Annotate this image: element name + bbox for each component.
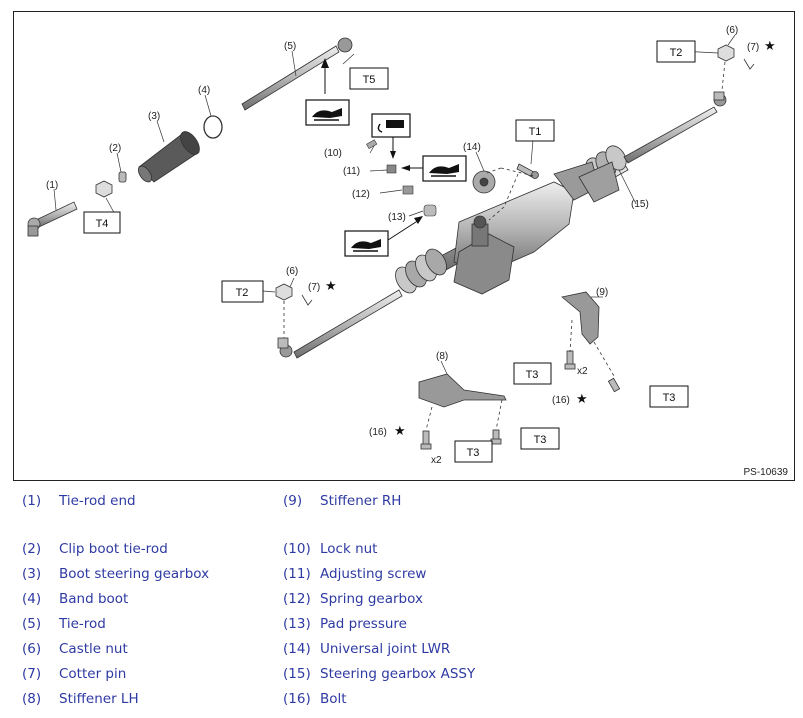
legend-item: (13)Pad pressure [283,616,407,632]
torque-label-t3: T3 [663,392,676,404]
callout-7: (7) [747,42,759,53]
legend-item: (7)Cotter pin [22,666,127,682]
tie-rod-end-shape [27,201,78,237]
callout-16: (16) [552,395,570,406]
star-mark: ★ [764,39,776,54]
legend-item: (6)Castle nut [22,641,128,657]
torque-label-t2: T2 [670,47,683,59]
stiffener-lh-shape [418,373,507,408]
legend-item: (15)Steering gearbox ASSY [283,666,476,682]
callout-4: (4) [198,85,210,96]
grease-icon [344,216,423,257]
t1-bolt-shape [516,163,539,179]
callout-11: (11) [343,166,360,177]
callout-labels: (1) (2) (3) (4) (5) (6) (6) (7) ★ (7) ★ … [46,25,776,466]
cotter-pin-shapes [301,58,755,306]
callout-6: (6) [286,266,298,277]
stiffener-rh-shape [561,291,600,345]
pad-pressure-shape [423,204,437,217]
callout-16: (16) [369,427,387,438]
clip-boot-shape [118,171,127,183]
legend-item: (9)Stiffener RH [283,493,402,509]
steering-gearbox-shape [395,145,629,295]
exploded-diagram: T5 T4 T2 T2 T1 T3 T3 T3 T3 (1) (2) (3) (… [13,11,795,481]
bolt-shapes [420,350,621,450]
star-mark: ★ [325,279,337,294]
qty-x2: x2 [431,455,442,466]
legend-item: (12)Spring gearbox [283,591,423,607]
tie-rod-shape [241,37,353,111]
callout-3: (3) [148,111,160,122]
lh-tie-rod-shape [277,289,403,359]
callout-8: (8) [436,351,448,362]
universal-joint-shape [472,170,496,194]
legend-item: (11)Adjusting screw [283,566,427,582]
callout-5: (5) [284,41,296,52]
spring-shape [402,185,414,195]
legend-item: (1)Tie-rod end [22,493,136,509]
qty-x2: x2 [577,366,588,377]
callout-15: (15) [631,199,649,210]
band-boot-shape [203,115,223,139]
grease-icon [401,155,467,182]
legend-item: (3)Boot steering gearbox [22,566,210,582]
leader-lines [53,34,736,375]
legend-item: (14)Universal joint LWR [283,641,451,657]
torque-label-t3: T3 [526,369,539,381]
torque-labels: T5 T4 T2 T2 T1 T3 T3 T3 T3 [96,47,683,459]
callout-6: (6) [726,25,738,36]
guide-lines [283,61,726,431]
callout-2: (2) [109,143,121,154]
legend-item: (10)Lock nut [283,541,378,557]
callout-12: (12) [352,189,370,200]
legend-item: (5)Tie-rod [22,616,106,632]
callout-9: (9) [596,287,608,298]
callout-10: (10) [324,148,342,159]
torque-label-t1: T1 [529,126,542,138]
torque-boxes [83,40,696,463]
callout-7: (7) [308,282,320,293]
boot-shape [138,131,200,183]
castle-nut-shapes [95,44,735,301]
star-mark: ★ [394,424,406,439]
lh-boot-shape [395,248,447,294]
grease-icon [371,113,411,159]
star-mark: ★ [576,392,588,407]
callout-13: (13) [388,212,406,223]
torque-label-t4: T4 [96,218,109,230]
callout-1: (1) [46,180,58,191]
torque-label-t3: T3 [467,447,480,459]
rh-tie-rod-shape [623,91,727,164]
parts-legend: (1)Tie-rod end (2)Clip boot tie-rod (3)B… [0,485,803,718]
adjusting-screw-shape [386,164,397,174]
grease-icon [305,58,350,126]
legend-item: (16)Bolt [283,691,347,707]
torque-label-t2: T2 [236,287,249,299]
callout-14: (14) [463,142,481,153]
figure-code: PS-10639 [743,467,788,478]
grease-icons [305,58,467,257]
lock-nut-shape [366,139,378,150]
legend-item: (4)Band boot [22,591,129,607]
torque-label-t3: T3 [534,434,547,446]
diagram-drawing: T5 T4 T2 T2 T1 T3 T3 T3 T3 (1) (2) (3) (… [27,25,776,466]
legend-item: (8)Stiffener LH [22,691,139,707]
torque-label-t5: T5 [363,74,376,86]
legend-item: (2)Clip boot tie-rod [22,541,168,557]
